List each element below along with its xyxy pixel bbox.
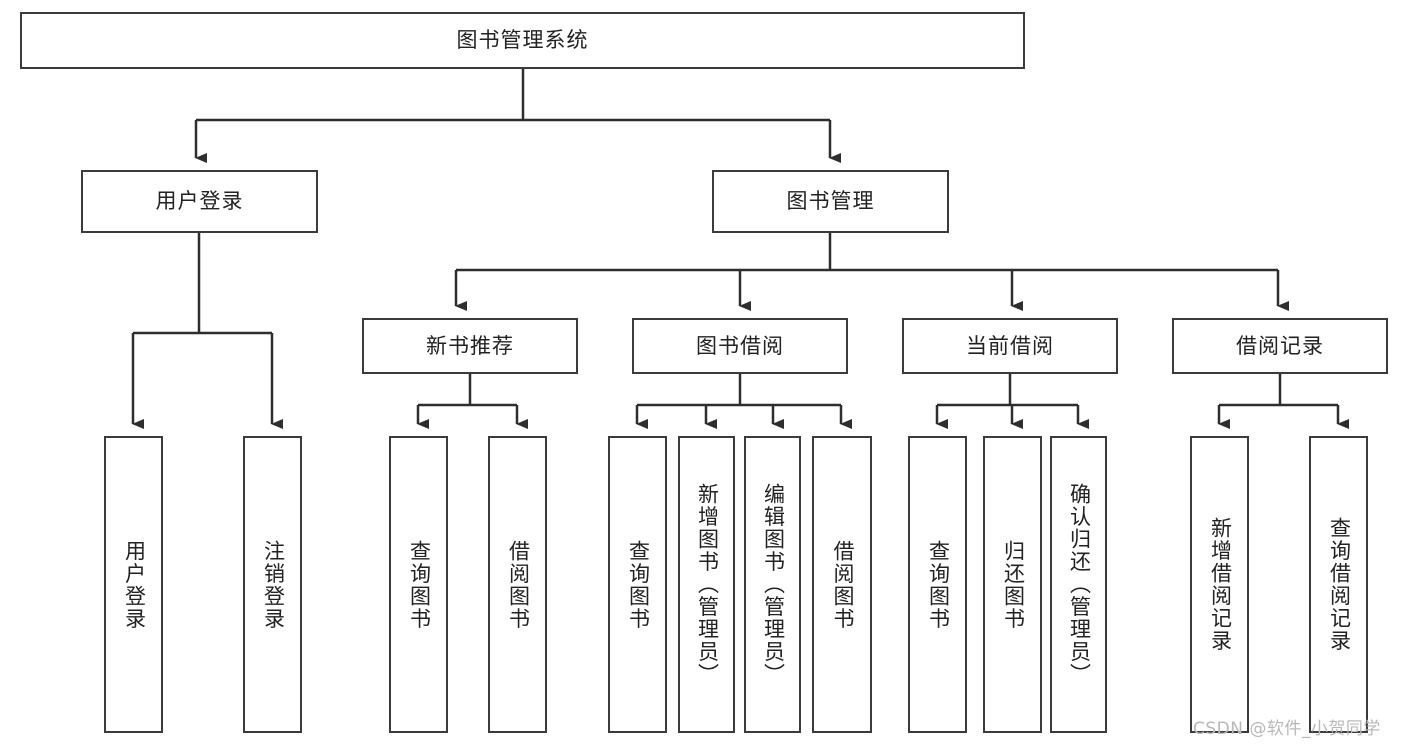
node-root[interactable]: 图书管理系统 [20, 12, 1025, 69]
leaf-query-book-recommend[interactable]: 查询图书 [389, 436, 448, 733]
leaf-confirm-return-admin-label: 确认归还（管理员） [1067, 483, 1092, 686]
leaf-add-borrow-record[interactable]: 新增借阅记录 [1190, 436, 1249, 733]
leaf-query-book-current-label: 查询图书 [926, 539, 951, 630]
leaf-edit-book-admin-label: 编辑图书（管理员） [761, 483, 786, 686]
leaf-borrow-book[interactable]: 借阅图书 [812, 436, 872, 733]
leaf-edit-book-admin[interactable]: 编辑图书（管理员） [744, 436, 801, 733]
node-book-management-label: 图书管理 [786, 189, 875, 213]
leaf-user-login-label: 用户登录 [122, 539, 147, 630]
leaf-user-login[interactable]: 用户登录 [104, 436, 163, 733]
node-book-management[interactable]: 图书管理 [712, 170, 949, 233]
node-borrow-record-label: 借阅记录 [1236, 333, 1324, 358]
leaf-add-book-admin-label: 新增图书（管理员） [695, 483, 720, 686]
node-user-login-label: 用户登录 [155, 189, 244, 213]
leaf-logout-label: 注销登录 [261, 539, 286, 630]
leaf-query-borrow-record[interactable]: 查询借阅记录 [1309, 436, 1368, 733]
csdn-watermark: CSDN @软件_小贺同学 [1193, 719, 1381, 739]
leaf-confirm-return-admin[interactable]: 确认归还（管理员） [1050, 436, 1107, 733]
leaf-borrow-book-label: 借阅图书 [830, 539, 855, 630]
leaf-query-book-recommend-label: 查询图书 [407, 539, 432, 630]
leaf-add-borrow-record-label: 新增借阅记录 [1208, 517, 1233, 652]
node-new-book-recommend-label: 新书推荐 [426, 333, 514, 358]
leaf-query-borrow-record-label: 查询借阅记录 [1327, 517, 1352, 652]
node-book-borrow[interactable]: 图书借阅 [632, 318, 848, 374]
node-new-book-recommend[interactable]: 新书推荐 [362, 318, 578, 374]
node-root-label: 图书管理系统 [456, 28, 589, 52]
leaf-query-book-borrow[interactable]: 查询图书 [608, 436, 667, 733]
leaf-query-book-borrow-label: 查询图书 [626, 539, 651, 630]
leaf-return-book[interactable]: 归还图书 [983, 436, 1042, 733]
leaf-logout[interactable]: 注销登录 [243, 436, 302, 733]
node-current-borrow-label: 当前借阅 [966, 333, 1054, 358]
node-user-login[interactable]: 用户登录 [81, 170, 318, 233]
leaf-query-book-current[interactable]: 查询图书 [908, 436, 967, 733]
node-borrow-record[interactable]: 借阅记录 [1172, 318, 1388, 374]
leaf-borrow-book-recommend[interactable]: 借阅图书 [488, 436, 547, 733]
node-current-borrow[interactable]: 当前借阅 [902, 318, 1118, 374]
leaf-return-book-label: 归还图书 [1001, 539, 1026, 630]
leaf-borrow-book-recommend-label: 借阅图书 [506, 539, 531, 630]
leaf-add-book-admin[interactable]: 新增图书（管理员） [678, 436, 735, 733]
node-book-borrow-label: 图书借阅 [696, 333, 784, 358]
